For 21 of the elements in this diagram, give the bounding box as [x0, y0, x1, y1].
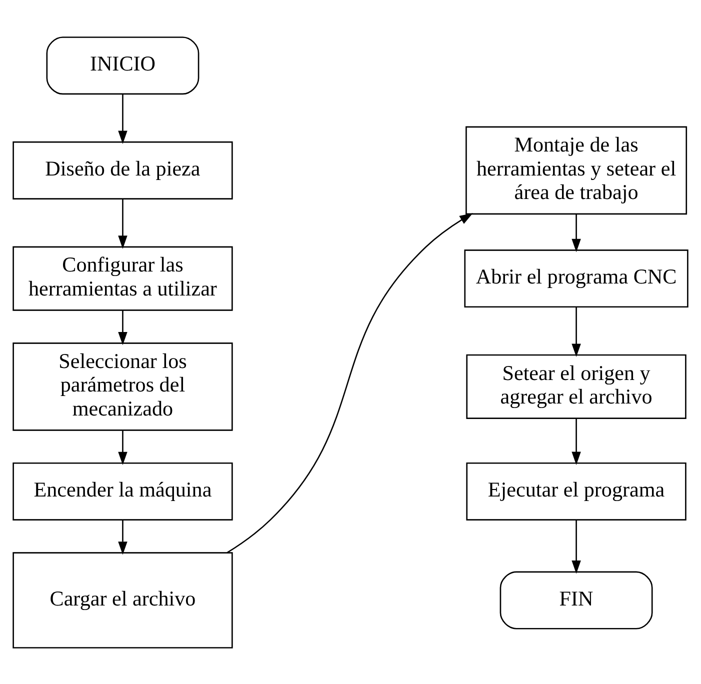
arrow	[118, 310, 128, 345]
arrow	[118, 94, 128, 144]
arrow	[118, 430, 128, 465]
node-box: Diseño de la pieza	[12, 140, 233, 199]
arrow	[572, 214, 581, 252]
arrow	[118, 520, 128, 554]
arrow	[118, 198, 128, 248]
arrow	[572, 418, 581, 464]
node-box: INICIO	[46, 36, 200, 94]
arrow	[572, 306, 581, 356]
arrow	[226, 212, 473, 553]
node-box: Setear el origen y agregar el archivo	[466, 354, 686, 418]
arrow	[572, 520, 581, 574]
node-box: Encender la máquina	[12, 462, 233, 520]
node-box: Montaje de las herramientas y setear el área de trabajo	[466, 126, 688, 214]
node-box: Cargar el archivo	[12, 552, 233, 648]
node-box: FIN	[500, 570, 653, 629]
node-box: Configurar las herramientas a utilizar	[12, 246, 233, 310]
node-box: Abrir el programa CNC	[464, 249, 688, 308]
node-box: Seleccionar los parámetros del mecanizado	[12, 342, 233, 430]
node-box: Ejecutar el programa	[466, 462, 686, 520]
